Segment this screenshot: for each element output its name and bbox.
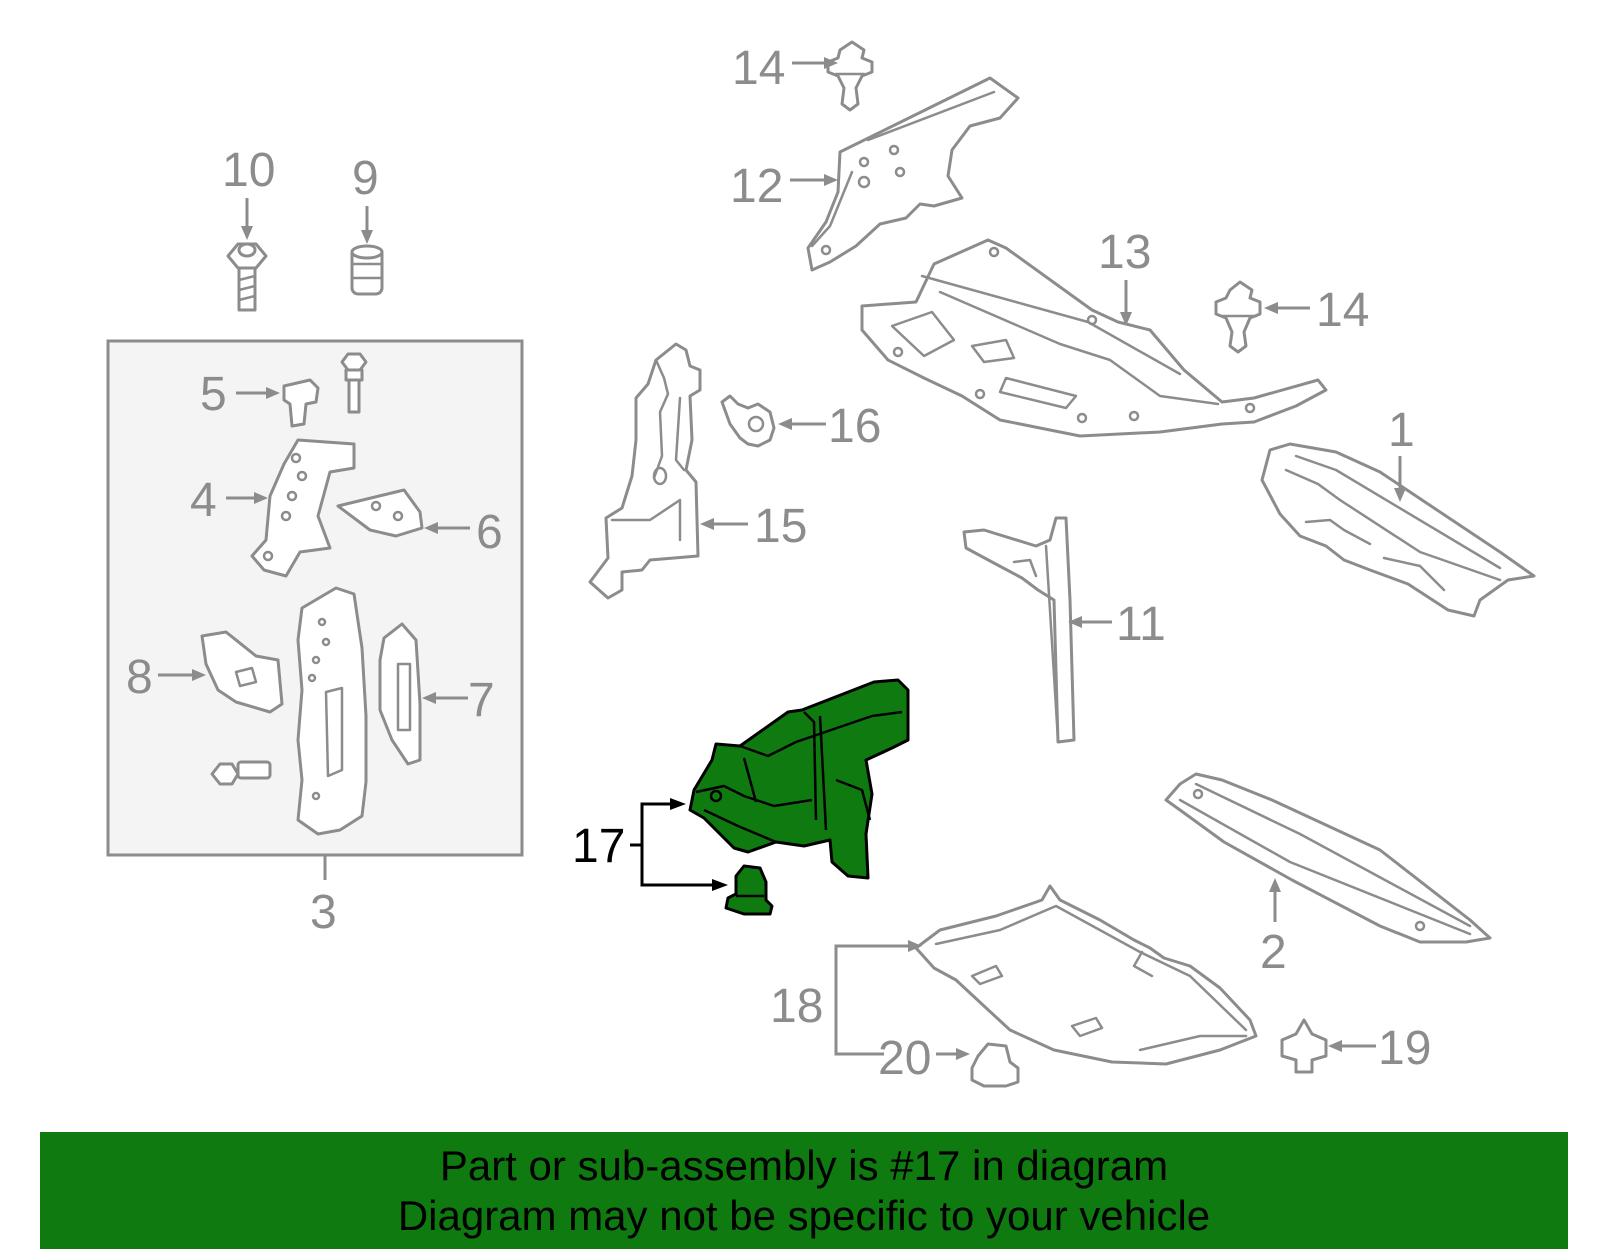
callout-4: 4 xyxy=(190,474,217,527)
part-14-clip-right[interactable] xyxy=(1214,280,1262,354)
banner-line-1: Part or sub-assembly is #17 in diagram xyxy=(439,1141,1169,1189)
part-9-spacer[interactable] xyxy=(350,244,384,296)
callout-13: 13 xyxy=(1098,226,1151,279)
part-13-cover[interactable] xyxy=(860,238,1328,438)
callout-10: 10 xyxy=(222,144,275,197)
callout-12: 12 xyxy=(730,160,783,213)
bolt-small xyxy=(340,352,368,414)
callout-1: 1 xyxy=(1388,404,1415,457)
part-17-bracket-highlighted[interactable] xyxy=(688,678,910,880)
callout-19: 19 xyxy=(1378,1022,1431,1075)
part-5-clip[interactable] xyxy=(282,378,320,428)
callout-6: 6 xyxy=(476,506,503,559)
callout-7: 7 xyxy=(468,674,495,727)
part-8-bracket[interactable] xyxy=(200,630,284,714)
callout-8: 8 xyxy=(126,651,153,704)
part-7-bracket[interactable] xyxy=(378,622,422,766)
part-4-bracket[interactable] xyxy=(250,438,356,578)
part-14-clip-top[interactable] xyxy=(826,40,874,112)
part-17-clip-highlighted[interactable] xyxy=(724,864,774,916)
part-11-support[interactable] xyxy=(962,516,1076,744)
part-3-bracket[interactable] xyxy=(296,586,368,836)
banner-line-2: Diagram may not be specific to your vehi… xyxy=(397,1191,1211,1239)
callout-14a: 14 xyxy=(732,42,785,95)
part-10-bolt[interactable] xyxy=(226,242,268,312)
part-15-duct[interactable] xyxy=(588,342,702,600)
callout-2: 2 xyxy=(1260,926,1287,979)
bolt-horizontal xyxy=(210,760,272,786)
callout-5: 5 xyxy=(200,368,227,421)
callout-18: 18 xyxy=(770,980,823,1033)
part-20-clip[interactable] xyxy=(970,1042,1020,1088)
part-6-plate[interactable] xyxy=(336,488,424,538)
leader-18 xyxy=(834,944,912,1056)
part-1-panel[interactable] xyxy=(1260,442,1536,618)
callout-9: 9 xyxy=(352,152,379,205)
part-19-clip[interactable] xyxy=(1280,1018,1328,1074)
callout-16: 16 xyxy=(828,400,881,453)
part-2-reinforcement[interactable] xyxy=(1164,772,1492,944)
callout-17: 17 xyxy=(572,820,625,873)
callout-14b: 14 xyxy=(1316,284,1369,337)
callout-3: 3 xyxy=(310,886,337,939)
part-16-clip[interactable] xyxy=(720,394,776,448)
info-banner: Part or sub-assembly is #17 in diagram D… xyxy=(40,1132,1568,1249)
part-18-under-cover[interactable] xyxy=(914,884,1258,1066)
callout-20: 20 xyxy=(878,1032,931,1085)
part-12-bracket[interactable] xyxy=(806,76,1020,272)
callout-15: 15 xyxy=(754,500,807,553)
callout-11: 11 xyxy=(1116,598,1166,651)
